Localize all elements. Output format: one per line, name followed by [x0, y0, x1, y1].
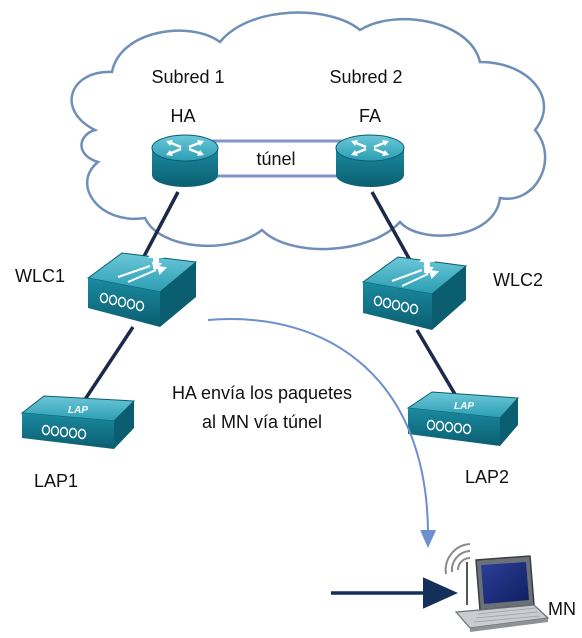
- router-fa-icon: [335, 134, 405, 187]
- lap1-label: LAP1: [34, 471, 78, 491]
- lap1-badge: LAP: [68, 405, 88, 416]
- ha-label: HA: [170, 106, 195, 126]
- wlc1-icon: [86, 247, 198, 327]
- annotation-line2: al MN vía túnel: [202, 412, 322, 432]
- wlc2-label: WLC2: [493, 270, 543, 290]
- cloud: [70, 11, 547, 251]
- fa-label: FA: [359, 106, 381, 126]
- mn-label: MN: [548, 599, 576, 619]
- lap2-label: LAP2: [465, 467, 509, 487]
- lap2-icon: LAP: [406, 391, 520, 446]
- link-ha-wlc1: [139, 191, 180, 263]
- link-wlc1-lap1: [80, 326, 135, 405]
- subnet1-label: Subred 1: [151, 67, 224, 87]
- mobile-node-laptop-icon: [444, 543, 550, 632]
- router-ha-icon: [151, 134, 219, 187]
- tunnel: [210, 139, 342, 178]
- subnet2-label: Subred 2: [329, 67, 402, 87]
- lap1-icon: LAP: [20, 395, 136, 449]
- tunnel-label: túnel: [256, 149, 295, 169]
- link-wlc2-lap2: [415, 329, 458, 397]
- wlc2-icon: [361, 251, 468, 330]
- wlc1-label: WLC1: [15, 266, 65, 286]
- packet-path-arrow: [207, 318, 437, 548]
- link-fa-wlc2: [370, 191, 413, 263]
- lap2-badge: LAP: [454, 401, 474, 412]
- annotation-line1: HA envía los paquetes: [172, 383, 352, 403]
